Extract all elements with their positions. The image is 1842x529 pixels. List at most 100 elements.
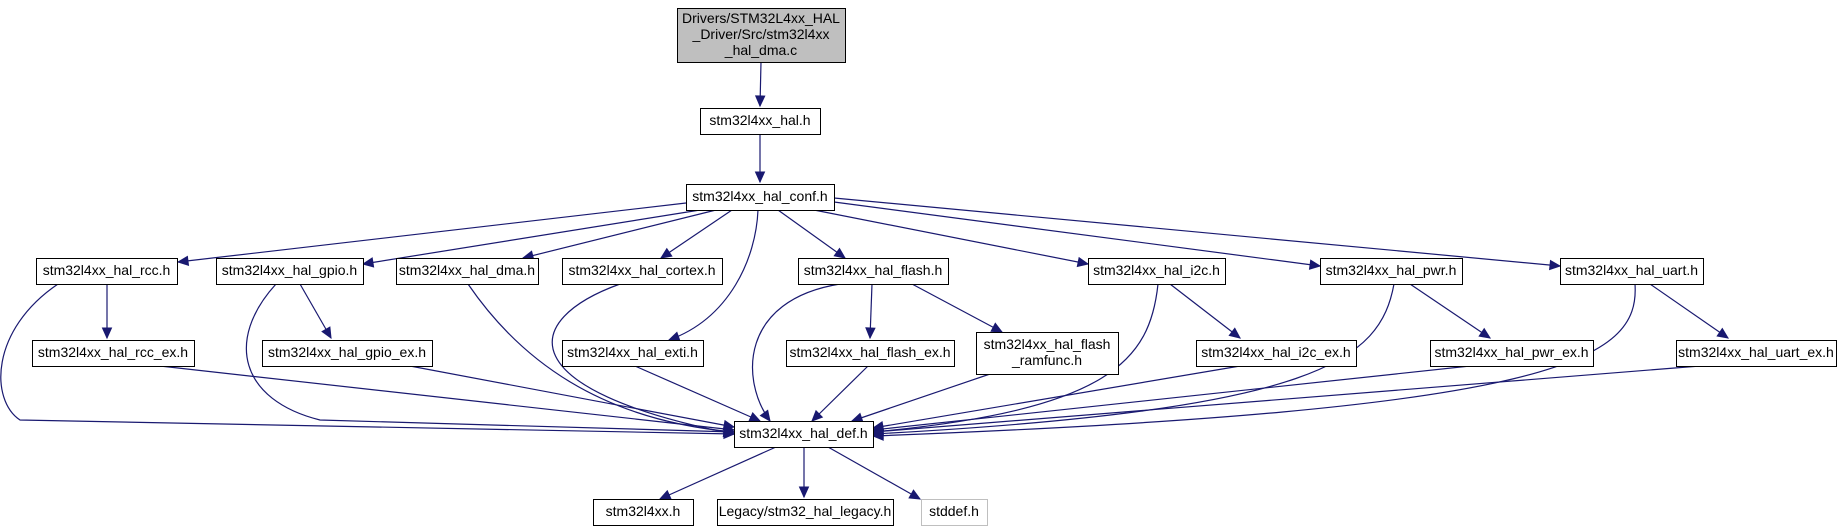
arrow-head-icon [321, 326, 332, 340]
node-box[interactable] [36, 258, 178, 285]
node-box[interactable] [1430, 340, 1594, 367]
edge-gpio-to-gpio_ex [299, 283, 332, 340]
node-l4xx[interactable]: stm32l4xx.h [593, 499, 694, 526]
node-uart[interactable]: stm32l4xx_hal_uart.h [1560, 258, 1704, 285]
arrow-head-icon [850, 412, 864, 423]
node-flash-ex[interactable]: stm32l4xx_hal_flash_ex.h [786, 340, 955, 367]
node-box[interactable] [562, 340, 704, 367]
arrow-head-icon [722, 426, 736, 438]
arrow-head-icon [798, 486, 810, 499]
edge-line [1409, 283, 1491, 339]
node-box[interactable] [798, 258, 949, 285]
edge-line [551, 283, 735, 435]
node-dma[interactable]: stm32l4xx_hal_dma.h [396, 258, 539, 285]
node-rcc[interactable]: stm32l4xx_hal_rcc.h [36, 258, 178, 285]
arrow-head-icon [811, 409, 824, 422]
arrow-head-icon [101, 327, 113, 340]
node-label: stm32l4xx_hal_uart.h [1565, 262, 1698, 278]
node-dma-c[interactable]: Drivers/STM32L4xx_HAL_Driver/Src/stm32l4… [677, 8, 846, 63]
node-label: stm32l4xx_hal_i2c_ex.h [1201, 344, 1350, 360]
node-stddef[interactable]: stddef.h [921, 499, 988, 526]
node-hal[interactable]: stm32l4xx_hal.h [700, 108, 821, 135]
arrow-head-icon [1076, 256, 1090, 268]
node-flash[interactable]: stm32l4xx_hal_flash.h [798, 258, 949, 285]
node-label: _hal_dma.c [724, 42, 797, 58]
node-cortex[interactable]: stm32l4xx_hal_cortex.h [562, 258, 723, 285]
node-box[interactable] [921, 499, 988, 526]
node-pwr-ex[interactable]: stm32l4xx_hal_pwr_ex.h [1430, 340, 1594, 367]
node-box[interactable] [734, 421, 874, 448]
node-gpio-ex[interactable]: stm32l4xx_hal_gpio_ex.h [262, 340, 433, 367]
edge-flash-to-flash_ex [865, 283, 876, 340]
arrow-head-icon [759, 409, 771, 422]
arrow-head-icon [1228, 327, 1241, 339]
edge-rcc-to-rcc_ex [101, 284, 113, 340]
node-ramfunc[interactable]: stm32l4xx_hal_flash_ramfunc.h [976, 332, 1119, 375]
edge-conf-to-dma [521, 209, 717, 261]
node-box[interactable] [216, 258, 364, 285]
node-label: stm32l4xx_hal_rcc_ex.h [38, 344, 188, 360]
node-label: stm32l4xx_hal_pwr.h [1326, 262, 1457, 278]
node-label: stm32l4xx_hal_flash [984, 336, 1111, 352]
node-box[interactable] [593, 499, 694, 526]
node-box[interactable] [976, 332, 1119, 375]
edge-def-to-l4xx [658, 446, 777, 500]
edge-uart_ex-to-def [871, 365, 1701, 437]
edge-dma_c-to-hal [754, 61, 766, 108]
node-box[interactable] [1196, 340, 1357, 367]
node-box[interactable] [786, 340, 955, 367]
edge-pwr_ex-to-def [871, 365, 1471, 435]
node-box[interactable] [686, 184, 835, 211]
edge-flash-to-def [751, 283, 841, 422]
edge-layer [0, 61, 1730, 500]
edge-line [634, 365, 761, 422]
arrow-head-icon [667, 331, 681, 342]
edge-flash_ex-to-def [811, 365, 869, 422]
node-label: stm32l4xx_hal_rcc.h [43, 262, 171, 278]
node-box[interactable] [717, 499, 894, 526]
node-exti[interactable]: stm32l4xx_hal_exti.h [562, 340, 704, 367]
node-box[interactable] [677, 8, 846, 63]
node-legacy[interactable]: Legacy/stm32_hal_legacy.h [717, 499, 894, 526]
edge-cortex-to-def [551, 283, 736, 438]
edge-line [827, 446, 921, 500]
edge-line [362, 209, 701, 265]
node-box[interactable] [1320, 258, 1463, 285]
node-box[interactable] [1088, 258, 1226, 285]
node-box[interactable] [262, 340, 433, 367]
node-def[interactable]: stm32l4xx_hal_def.h [734, 421, 874, 448]
node-label: stm32l4xx_hal_def.h [739, 425, 867, 441]
edge-line [1169, 283, 1241, 339]
edge-pwr-to-pwr_ex [1409, 283, 1492, 339]
node-label: _ramfunc.h [1011, 352, 1082, 368]
node-label: stm32l4xx_hal_flash_ex.h [789, 344, 950, 360]
arrow-head-icon [658, 489, 672, 500]
node-box[interactable] [700, 108, 821, 135]
node-box[interactable] [396, 258, 539, 285]
node-rcc-ex[interactable]: stm32l4xx_hal_rcc_ex.h [32, 340, 195, 367]
node-uart-ex[interactable]: stm32l4xx_hal_uart_ex.h [1676, 340, 1837, 367]
node-label: stm32l4xx_hal_conf.h [692, 188, 827, 204]
edge-line [177, 202, 687, 263]
edge-flash-to-ramfunc [911, 283, 1004, 333]
node-gpio[interactable]: stm32l4xx_hal_gpio.h [216, 258, 364, 285]
edge-line [851, 373, 991, 422]
arrow-head-icon [865, 327, 876, 340]
edge-line [660, 209, 733, 259]
node-i2c-ex[interactable]: stm32l4xx_hal_i2c_ex.h [1196, 340, 1357, 367]
node-box[interactable] [562, 258, 723, 285]
node-conf[interactable]: stm32l4xx_hal_conf.h [686, 184, 835, 211]
node-box[interactable] [32, 340, 195, 367]
node-box[interactable] [1560, 258, 1704, 285]
node-pwr[interactable]: stm32l4xx_hal_pwr.h [1320, 258, 1463, 285]
edge-hal-to-conf [754, 134, 766, 184]
edge-line [811, 365, 869, 422]
node-label: Drivers/STM32L4xx_HAL [682, 10, 840, 26]
node-i2c[interactable]: stm32l4xx_hal_i2c.h [1088, 258, 1226, 285]
edge-line [1649, 283, 1729, 339]
node-label: stm32l4xx_hal_exti.h [567, 344, 698, 360]
node-box[interactable] [1676, 340, 1837, 367]
edge-conf-to-pwr [833, 201, 1322, 270]
node-label: Legacy/stm32_hal_legacy.h [719, 503, 892, 519]
node-label: stm32l4xx_hal_uart_ex.h [1678, 344, 1834, 360]
